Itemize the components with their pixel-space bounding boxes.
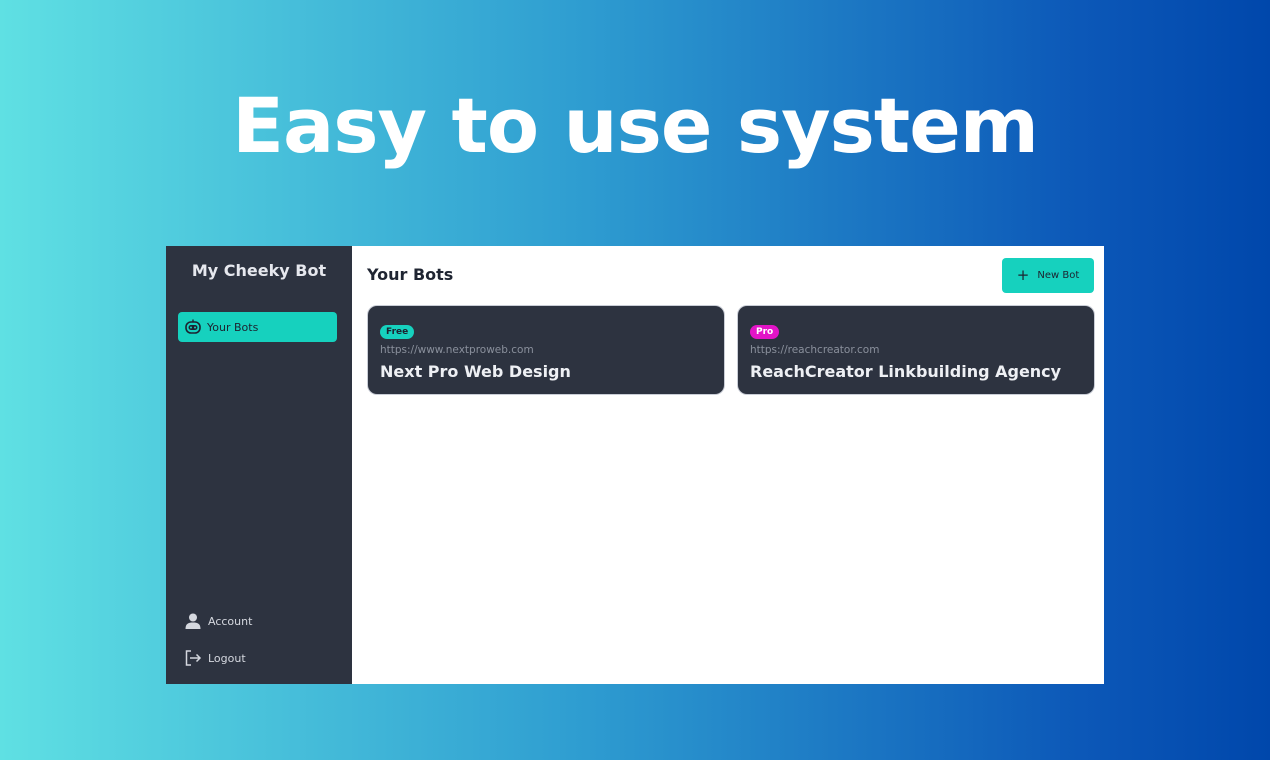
sidebar-item-label: Your Bots [207,320,259,334]
account-label: Account [208,614,253,628]
bot-name: Next Pro Web Design [380,362,571,381]
user-icon [184,612,202,630]
brand-title: My Cheeky Bot [191,261,327,280]
new-bot-label: New Bot [1037,270,1080,281]
sidebar-item-logout[interactable]: Logout [184,649,246,667]
plan-badge: Free [380,325,415,339]
page-title: Your Bots [367,265,454,284]
bot-icon [184,318,202,336]
logout-label: Logout [208,651,246,665]
logout-icon [184,649,202,667]
bot-name: ReachCreator Linkbuilding Agency [750,362,1062,381]
bot-url: https://www.nextproweb.com [380,344,534,356]
headline: Easy to use system [232,81,1039,170]
new-bot-button[interactable]: + New Bot [1002,258,1094,293]
plus-icon: + [1016,266,1030,284]
plan-badge: Pro [750,325,780,339]
main-content: Your Bots + New Bot Free https://www.nex… [352,246,1104,684]
bot-url: https://reachcreator.com [750,344,880,356]
bot-card[interactable]: Pro https://reachcreator.com ReachCreato… [738,306,1094,394]
sidebar-item-account[interactable]: Account [184,612,252,630]
app-window: My Cheeky Bot Your Bots Accoun [166,246,1104,684]
sidebar-item-your-bots[interactable]: Your Bots [178,312,337,342]
sidebar: My Cheeky Bot Your Bots Accoun [166,246,352,684]
bot-card[interactable]: Free https://www.nextproweb.com Next Pro… [368,306,724,394]
